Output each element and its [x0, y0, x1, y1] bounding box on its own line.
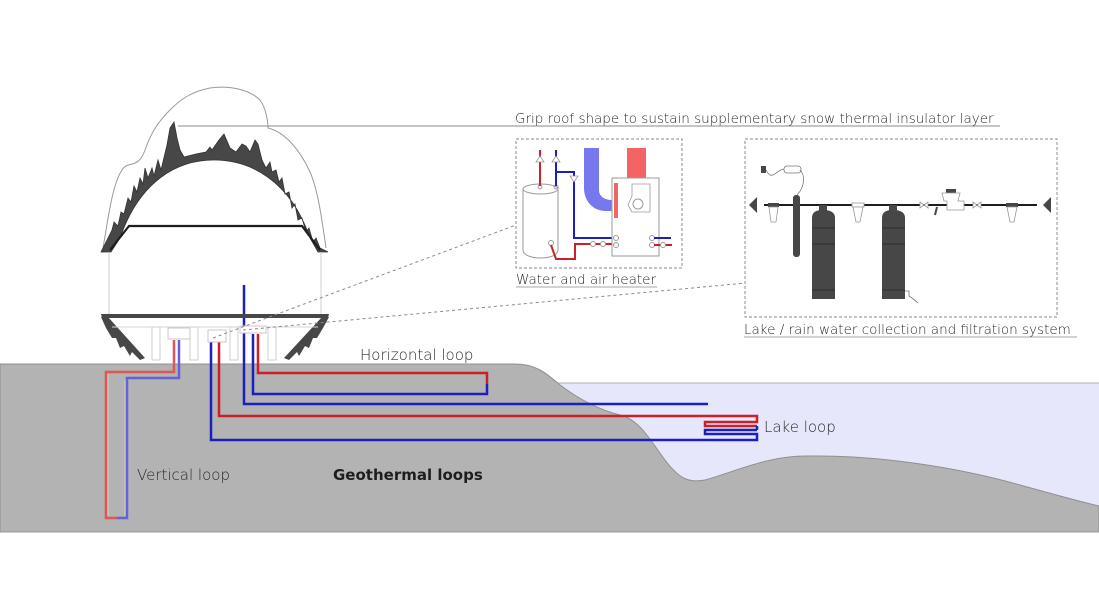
control-box	[783, 165, 802, 174]
dome-shelter	[100, 86, 329, 361]
lake-loop-hot-pipe	[217, 340, 759, 428]
ground	[0, 363, 1099, 533]
lake-loop-manifold	[207, 329, 227, 343]
horizontal-loop-label: Horizontal loop	[360, 346, 473, 364]
grip-roof	[100, 120, 329, 253]
filtration-inset	[744, 138, 1058, 318]
pressure-regulator	[934, 189, 965, 216]
snow-layer-outline	[102, 86, 327, 249]
filter-tank-2	[882, 205, 919, 304]
heater-caption: Water and air heater	[516, 272, 656, 288]
ceiling-frame	[109, 224, 321, 251]
supply-cold-pipe	[242, 285, 708, 406]
stilts	[151, 326, 277, 361]
vertical-loop-cold-pipe	[117, 340, 181, 520]
horizontal-loop-cold-pipe	[251, 334, 489, 396]
geothermal-loops-title: Geothermal loops	[333, 466, 483, 484]
terrain	[0, 363, 1099, 533]
fan-icon	[632, 198, 644, 210]
lake-loop-pipes	[209, 285, 759, 442]
filtration-caption: Lake / rain water collection and filtrat…	[744, 322, 1071, 338]
skirt-right	[284, 317, 329, 360]
vertical-loop-manifold	[167, 327, 191, 340]
uv-sterilizer	[793, 195, 800, 257]
inlet-arrow-icon	[1043, 197, 1051, 213]
vertical-loop-pipes	[104, 340, 181, 520]
heater-return-pipe	[550, 243, 614, 260]
valves	[919, 201, 982, 209]
filter-tank-1	[812, 205, 835, 299]
skirt-left	[101, 317, 145, 360]
cold-air-duct	[584, 148, 614, 211]
water-heater-tank	[522, 183, 559, 259]
hot-air-duct	[627, 148, 646, 178]
horizontal-loop-pipes	[251, 334, 489, 396]
lake-loop-cold-pipe	[209, 340, 759, 442]
floor-plate	[101, 314, 329, 318]
roof-callout-label: Grip roof shape to sustain supplementary…	[515, 111, 994, 127]
lake-loop-label: Lake loop	[764, 418, 836, 436]
heater-inset	[515, 138, 683, 269]
horizontal-loop-hot-pipe	[256, 334, 489, 384]
power-outlet-icon	[761, 166, 766, 173]
horizontal-loop-manifold	[239, 325, 267, 334]
vertical-loop-label: Vertical loop	[137, 466, 230, 484]
pipes	[104, 285, 759, 520]
heater-callout-leader	[212, 224, 517, 339]
vertical-loop-hot-pipe	[104, 340, 176, 520]
sediment-filters	[768, 202, 1018, 223]
air-handler	[611, 177, 660, 257]
outlet-arrow-icon	[749, 197, 757, 213]
filtration-callout-leader	[242, 282, 747, 331]
